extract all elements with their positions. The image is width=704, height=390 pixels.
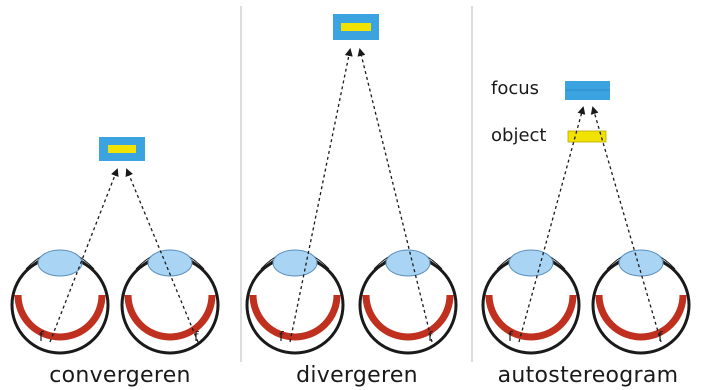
retina xyxy=(249,294,341,341)
retina xyxy=(124,294,216,341)
lens xyxy=(37,249,83,277)
target-card-divergeren xyxy=(333,14,379,40)
object-label: object xyxy=(491,125,547,146)
target-card-convergeren xyxy=(99,137,145,161)
panel-divergeren xyxy=(245,14,458,355)
panel-autostereogram xyxy=(481,81,691,355)
retina xyxy=(14,294,106,341)
caption-convergeren: convergeren xyxy=(49,363,191,388)
lens xyxy=(508,249,554,277)
caption-autostereogram: autostereogram xyxy=(497,363,679,388)
sight-line-left-convergeren xyxy=(49,168,119,343)
lens xyxy=(618,249,664,277)
eye-f-label: f xyxy=(279,330,284,345)
sight-line-left-autostereogram xyxy=(518,106,586,343)
focus-label: focus xyxy=(491,78,540,99)
caption-divergeren: divergeren xyxy=(296,363,418,388)
eye-f-label: f xyxy=(39,330,44,345)
eye-f-label: f xyxy=(428,330,433,345)
lens xyxy=(272,249,318,277)
retina xyxy=(362,294,454,341)
object-plane-marker xyxy=(567,130,607,143)
focus-plane-marker xyxy=(565,81,610,100)
sight-line-right-divergeren xyxy=(357,48,433,343)
eye-right-divergeren xyxy=(358,249,458,355)
eye-left-divergeren xyxy=(245,249,345,355)
eye-f-label: f xyxy=(658,330,663,345)
eye-left-autostereogram xyxy=(481,249,581,355)
retina xyxy=(595,294,687,341)
sight-line-right-autostereogram xyxy=(590,106,662,343)
retina xyxy=(485,294,577,341)
eye-f-label: f xyxy=(194,330,199,345)
eye-f-label: f xyxy=(508,330,513,345)
panel-convergeren xyxy=(10,137,220,355)
eye-right-convergeren xyxy=(120,249,220,355)
eye-right-autostereogram xyxy=(591,249,691,355)
sight-line-left-divergeren xyxy=(289,48,353,343)
sight-line-right-convergeren xyxy=(125,168,199,343)
lens xyxy=(385,249,431,277)
eye-left-convergeren xyxy=(10,249,110,355)
lens xyxy=(147,249,193,277)
